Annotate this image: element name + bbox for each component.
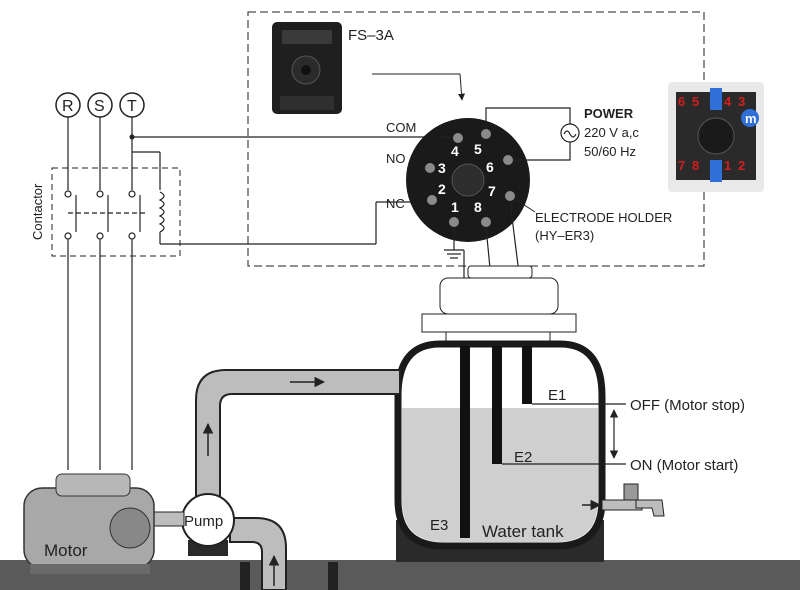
socket-photo: m 6 5 4 3 7 8 1 2 <box>668 82 764 192</box>
motor-shaft <box>149 511 185 527</box>
electrode-e2-label: E2 <box>514 449 532 466</box>
socket-photo-num-1: 1 <box>724 158 731 173</box>
phase-r-label: R <box>62 98 74 115</box>
phase-t-label: T <box>127 98 137 115</box>
pin-5-label: 5 <box>474 141 482 157</box>
socket-photo-num-4: 4 <box>724 94 732 109</box>
level-off-label: OFF (Motor stop) <box>630 397 745 414</box>
floor-post-1 <box>240 562 250 590</box>
pin-4-contact <box>453 133 463 143</box>
tank-label: Water tank <box>482 522 564 541</box>
suction-pipe <box>229 517 287 590</box>
octal-socket: 4 5 6 7 8 1 2 3 <box>406 118 530 242</box>
level-on-label: ON (Motor start) <box>630 457 738 474</box>
contactor-label: Contactor <box>30 183 45 240</box>
relay-model-label: FS–3A <box>348 27 394 44</box>
faucet <box>582 483 665 517</box>
motor <box>23 473 155 574</box>
level-lines <box>502 403 626 465</box>
phase-r: R <box>55 92 81 118</box>
electrode-e1 <box>522 346 532 404</box>
pin-8-label: 8 <box>474 199 482 215</box>
socket-photo-num-5: 5 <box>692 94 699 109</box>
inlet-pipe <box>195 369 401 501</box>
pin-1-label: 1 <box>451 199 459 215</box>
nc-label: NC <box>386 196 405 211</box>
electrode-e2 <box>492 346 502 464</box>
pin-6-label: 6 <box>486 159 494 175</box>
socket-photo-logo: m <box>745 111 757 126</box>
socket-photo-num-2: 2 <box>738 158 745 173</box>
phase-s-label: S <box>94 98 105 115</box>
electrode-e3 <box>460 346 470 538</box>
socket-photo-num-6: 6 <box>678 94 685 109</box>
pump-label: Pump <box>184 513 223 530</box>
pin-2-contact <box>427 195 437 205</box>
floor-post-2 <box>328 562 338 590</box>
com-label: COM <box>386 120 416 135</box>
power-voltage: 220 V a,c <box>584 125 639 140</box>
electrode-holder-body <box>421 265 577 347</box>
pin-4-label: 4 <box>451 143 459 159</box>
power-frequency: 50/60 Hz <box>584 144 636 159</box>
electrode-holder-line1: ELECTRODE HOLDER <box>535 210 672 225</box>
pin-3-contact <box>425 163 435 173</box>
electrode-e1-label: E1 <box>548 387 566 404</box>
relay-photo <box>272 22 342 114</box>
contactor-dashed-box <box>51 167 181 257</box>
pin-7-contact <box>505 191 515 201</box>
water-fill <box>402 408 598 542</box>
pin-8-contact <box>481 217 491 227</box>
socket-photo-num-8: 8 <box>692 158 699 173</box>
socket-photo-num-7: 7 <box>678 158 685 173</box>
phase-s: S <box>87 92 113 118</box>
pin-1-contact <box>449 217 459 227</box>
pin-5-contact <box>481 129 491 139</box>
electrode-holder-pointer <box>514 198 536 213</box>
electrode-holder-line2: (HY–ER3) <box>535 228 594 243</box>
socket-photo-num-3: 3 <box>738 94 745 109</box>
motor-label: Motor <box>44 541 88 560</box>
pin-2-label: 2 <box>438 181 446 197</box>
pin-3-label: 3 <box>438 160 446 176</box>
pin-6-contact <box>503 155 513 165</box>
no-label: NO <box>386 151 406 166</box>
power-wiring <box>485 107 580 161</box>
pin-7-label: 7 <box>488 183 496 199</box>
ground-symbol <box>444 227 464 259</box>
relay-model-arrow-down <box>458 73 466 101</box>
electrode-e3-label: E3 <box>430 517 448 534</box>
phase-t: T <box>119 92 145 118</box>
t-junction-dot <box>129 134 135 140</box>
phase-wires <box>64 117 448 470</box>
pump <box>181 493 235 556</box>
power-title: POWER <box>584 106 634 121</box>
